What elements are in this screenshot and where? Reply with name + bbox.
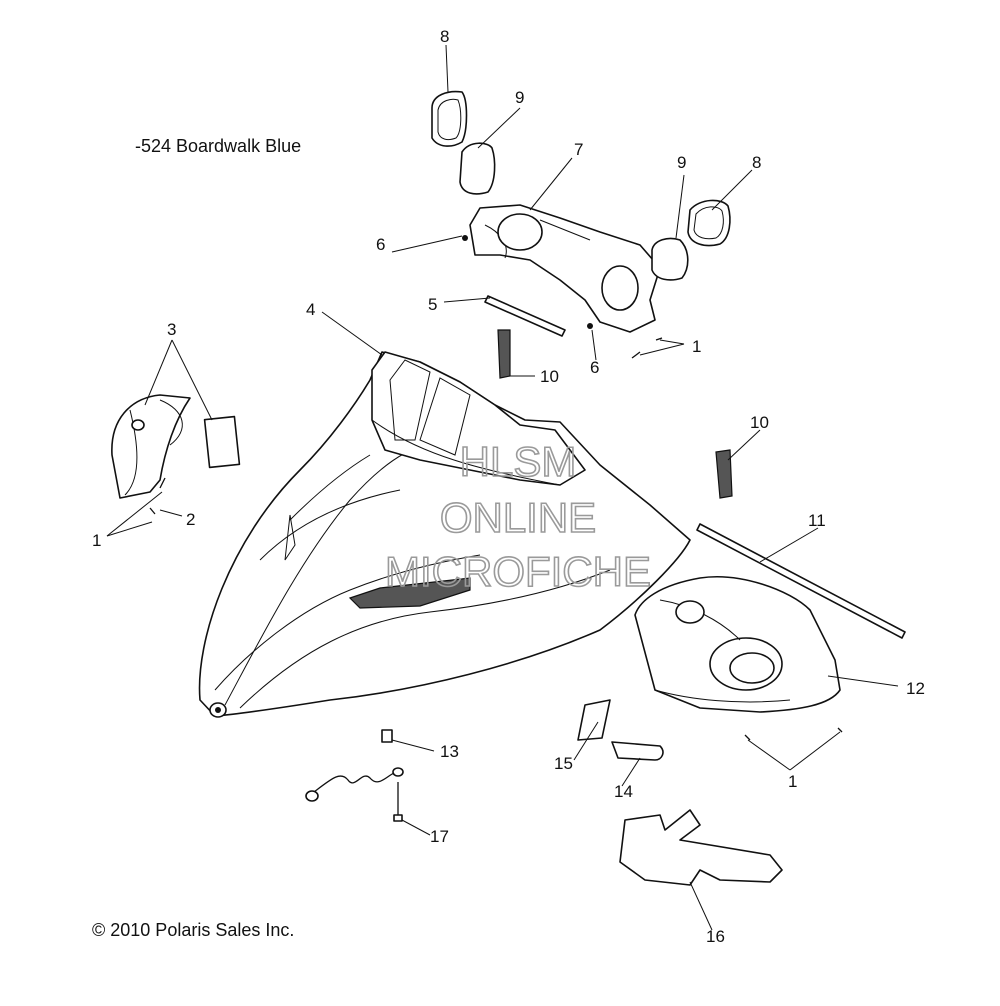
watermark-line-1: HLSM — [460, 438, 577, 485]
panel-part-12 — [634, 576, 841, 713]
bracket-part-10-a — [497, 329, 511, 379]
callout-5: 5 — [428, 295, 437, 314]
rivet-part-1-c — [744, 727, 843, 741]
side-panel-part-3 — [111, 394, 241, 499]
callout-10: 10 — [540, 367, 559, 386]
callout-6: 6 — [376, 235, 385, 254]
hood-part-4 — [198, 351, 691, 718]
clip-part-13 — [381, 729, 393, 743]
nut-part-6-a — [462, 235, 468, 241]
pad-part-16 — [619, 809, 783, 886]
rivet-part-2 — [149, 507, 156, 515]
bezel-part-8-right — [687, 199, 731, 247]
callout-1: 1 — [692, 337, 701, 356]
callout-9: 9 — [677, 153, 686, 172]
callout-4: 4 — [306, 300, 315, 319]
strip-part-11 — [696, 523, 906, 639]
copyright-label: © 2010 Polaris Sales Inc. — [92, 920, 294, 940]
lens-part-9-right — [651, 237, 689, 281]
color-label: -524 Boardwalk Blue — [135, 136, 301, 156]
dash-console-part-7 — [469, 204, 661, 333]
decal-part-14 — [611, 741, 664, 761]
bezel-part-8-left — [431, 90, 468, 147]
callout-11: 11 — [808, 511, 826, 530]
callout-12: 12 — [906, 679, 925, 698]
watermark-line-3: MICROFICHE — [385, 548, 651, 595]
wire-harness — [305, 767, 404, 802]
callout-1: 1 — [788, 772, 797, 791]
callouts: 8 9 7 9 8 6 5 4 3 10 6 1 10 2 1 11 12 13… — [92, 27, 925, 946]
callout-1: 1 — [92, 531, 101, 550]
callout-9: 9 — [515, 88, 524, 107]
callout-10: 10 — [750, 413, 769, 432]
callout-8: 8 — [752, 153, 761, 172]
callout-8: 8 — [440, 27, 449, 46]
callout-15: 15 — [554, 754, 573, 773]
lens-part-9-left — [459, 142, 496, 195]
bracket-part-10-b — [715, 449, 733, 499]
decal-part-15 — [577, 699, 611, 741]
callout-2: 2 — [186, 510, 195, 529]
watermark: HLSM ONLINE MICROFICHE — [384, 437, 652, 596]
callout-17: 17 — [430, 827, 449, 846]
callout-7: 7 — [574, 140, 583, 159]
rivet-part-1-a — [159, 477, 166, 489]
screw-part-17 — [393, 782, 403, 822]
callout-16: 16 — [706, 927, 725, 946]
callout-14: 14 — [614, 782, 633, 801]
callout-13: 13 — [440, 742, 459, 761]
rivet-part-1-b — [631, 337, 663, 359]
callout-6: 6 — [590, 358, 599, 377]
leader-lines — [106, 44, 899, 931]
watermark-line-2: ONLINE — [440, 494, 596, 541]
strip-part-5 — [484, 295, 566, 337]
nut-part-6-b — [587, 323, 593, 329]
callout-3: 3 — [167, 320, 176, 339]
